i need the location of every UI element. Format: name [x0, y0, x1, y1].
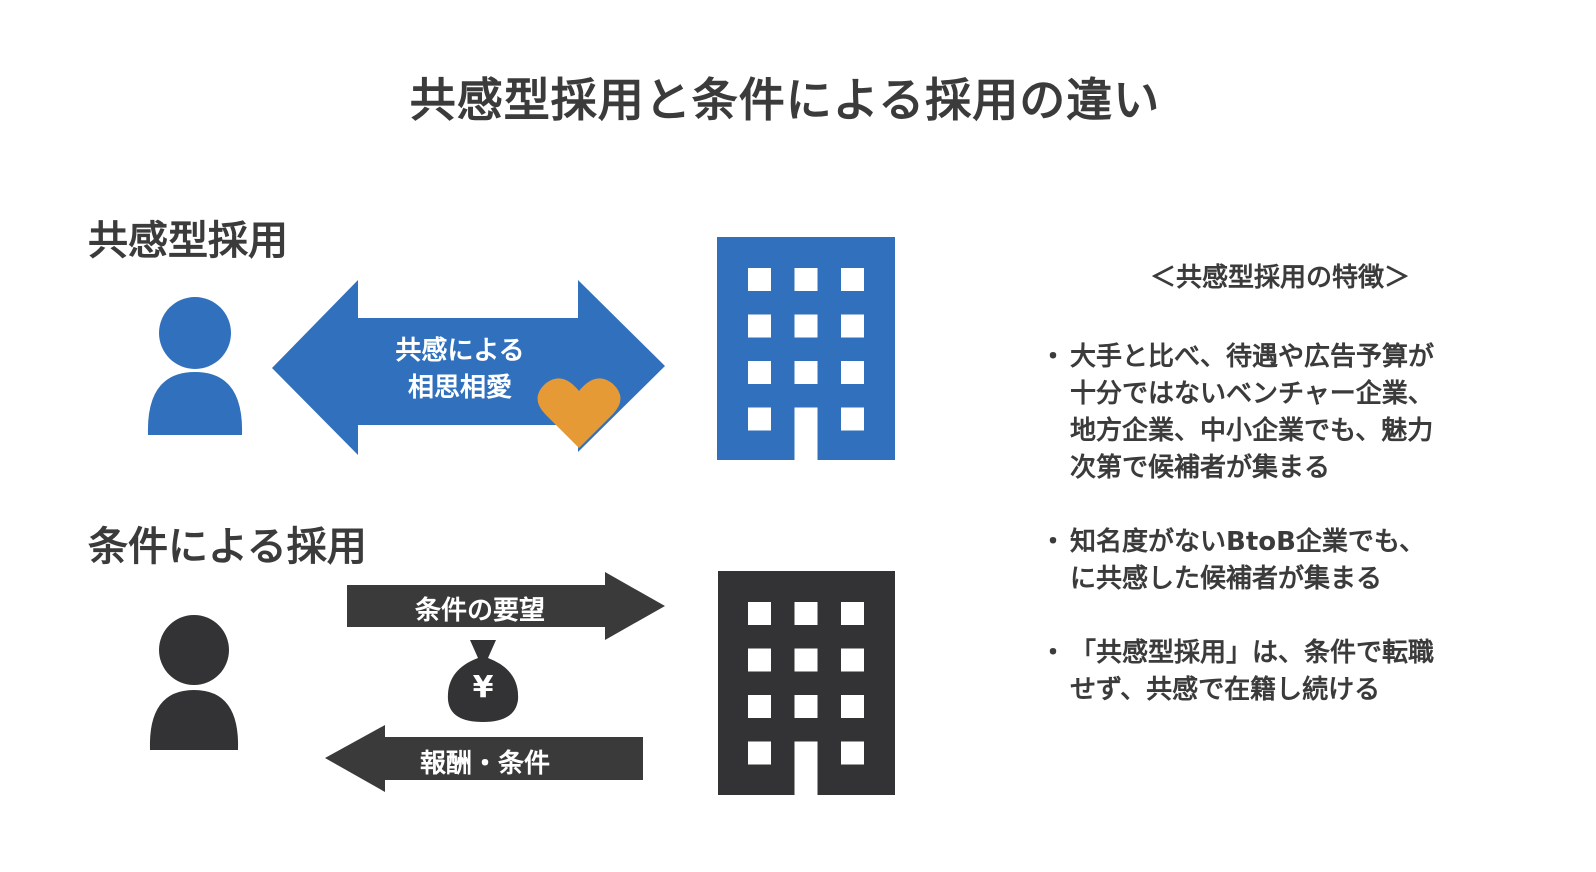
request-arrow	[347, 572, 665, 640]
building-window	[841, 648, 864, 672]
building-window	[841, 361, 864, 384]
building-window	[794, 361, 818, 384]
empathy-heading: 共感型採用	[88, 218, 288, 264]
feature-item: ・知名度がないBtoB企業でも、に共感した候補者が集まる	[1040, 524, 1540, 598]
request-arrow-label: 条件の要望	[414, 596, 545, 626]
feature-line: せず、共感で在籍し続ける	[1070, 675, 1381, 705]
reward-arrow-label: 報酬・条件	[419, 749, 550, 779]
building-window	[748, 407, 771, 431]
feature-line: 十分ではないベンチャー企業、	[1070, 379, 1434, 409]
blue-person-icon	[147, 297, 243, 435]
page-title: 共感型採用と条件による採用の違い	[409, 73, 1161, 127]
building-window	[748, 314, 771, 338]
building-door	[794, 407, 818, 460]
arrow-label-empathy: 共感による	[395, 336, 525, 366]
building-window	[841, 407, 864, 431]
building-window	[841, 695, 864, 718]
features-heading: ＜共感型採用の特徴＞	[1149, 263, 1410, 293]
building-window	[794, 695, 818, 718]
bullet: ・	[1040, 342, 1067, 372]
feature-item: ・「共感型採用」は、条件で転職せず、共感で在籍し続ける	[1040, 635, 1540, 709]
building-window	[748, 695, 771, 718]
yen-symbol: ¥	[472, 670, 494, 705]
arrow-label-mutual-love: 相思相愛	[407, 373, 512, 403]
conditions-heading: 条件による採用	[88, 524, 367, 570]
feature-item: ・大手と比べ、待遇や広告予算が十分ではないベンチャー企業、地方企業、中小企業でも…	[1040, 339, 1540, 487]
feature-line: 地方企業、中小企業でも、魅力	[1070, 416, 1434, 446]
building-window	[794, 314, 818, 338]
bullet: ・	[1040, 527, 1067, 557]
dark-person-icon	[149, 615, 239, 750]
feature-line: 次第で候補者が集まる	[1070, 453, 1331, 483]
building-window	[748, 268, 771, 291]
building-window	[794, 268, 818, 291]
building-window	[794, 648, 818, 672]
building-window	[841, 602, 864, 625]
building-window	[794, 602, 818, 625]
feature-line: 知名度がないBtoB企業でも、	[1070, 527, 1426, 557]
money-bag-icon	[447, 640, 519, 722]
reward-arrow	[325, 725, 643, 792]
feature-line: 大手と比べ、待遇や広告予算が	[1070, 342, 1435, 372]
building-window	[748, 648, 771, 672]
heart-icon	[537, 378, 621, 448]
feature-line: に共感した候補者が集まる	[1070, 564, 1383, 594]
building-window	[841, 741, 864, 765]
feature-line: 「共感型採用」は、条件で転職	[1070, 638, 1435, 668]
features-panel: ＜共感型採用の特徴＞ ・大手と比べ、待遇や広告予算が十分ではないベンチャー企業、…	[1040, 260, 1540, 746]
building-window	[748, 602, 771, 625]
building-window	[841, 268, 864, 291]
building-window	[748, 741, 771, 765]
building-window	[748, 361, 771, 384]
bullet: ・	[1040, 638, 1067, 668]
building-window	[841, 314, 864, 338]
building-door	[794, 741, 818, 795]
